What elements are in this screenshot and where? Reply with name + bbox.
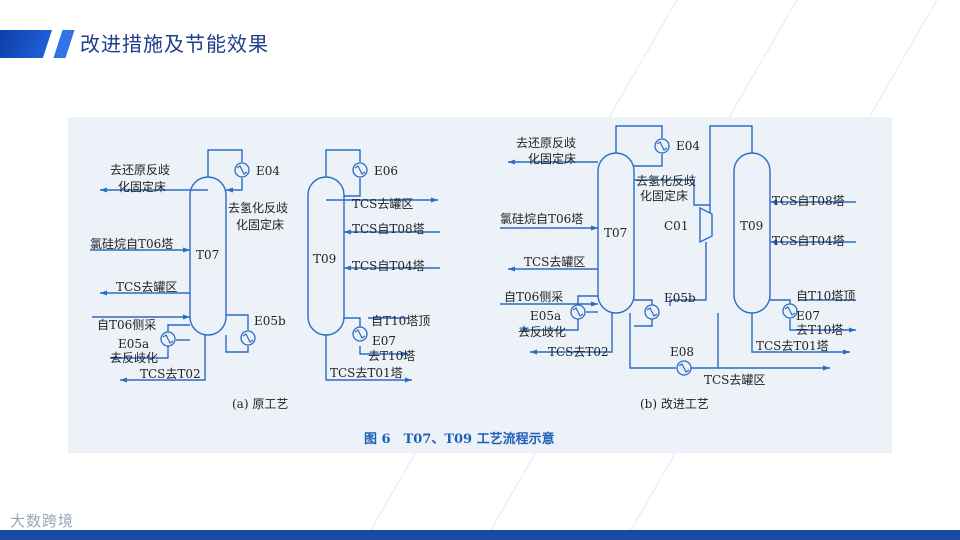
b-label-to-reduce-2: 化固定床 <box>528 151 576 166</box>
diagram-b-improved <box>500 125 856 371</box>
b-label-to-t10: 去T10塔 <box>796 323 843 337</box>
a-label-to-reduce-2: 化固定床 <box>118 179 166 194</box>
a-label-t09: T09 <box>313 252 336 266</box>
slide-title: 改进措施及节能效果 <box>80 32 269 56</box>
b-label-tcs-t02: TCS去T02 <box>548 345 609 359</box>
a-label-to-dispro: 去反歧化 <box>110 351 158 365</box>
diagram-a-labels: T07 T09 E04 E06 去还原反歧 化固定床 去氢化反歧 化固定床 氯硅… <box>90 163 430 411</box>
b-label-from-t10-top: 自T10塔顶 <box>796 289 855 303</box>
a-label-e07: E07 <box>372 334 396 348</box>
b-label-e05b: E05b <box>664 291 696 305</box>
b-label-from-t06-side: 自T06侧采 <box>504 290 563 304</box>
b-label-t09: T09 <box>740 219 763 233</box>
b-label-tcs-t01: TCS去T01塔 <box>756 339 829 353</box>
brand-logo: 大数跨境 <box>10 512 75 530</box>
a-subcaption: (a) 原工艺 <box>232 397 288 411</box>
b-label-e05a: E05a <box>530 309 561 323</box>
b-label-to-hydro-1: 去氢化反歧 <box>636 173 696 188</box>
b-label-c01: C01 <box>664 219 688 233</box>
diagram-a-original <box>90 149 440 383</box>
a-e05a-icon <box>160 331 176 347</box>
a-label-e06: E06 <box>374 164 398 178</box>
a-label-e04: E04 <box>256 164 280 178</box>
a-label-from-t10-top: 自T10塔顶 <box>371 314 430 328</box>
b-label-e07: E07 <box>796 309 820 323</box>
b-label-tcs-tank-bottom: TCS去罐区 <box>704 373 765 387</box>
b-label-to-reduce-1: 去还原反歧 <box>516 136 576 150</box>
b-label-chlorosilane: 氯硅烷自T06塔 <box>500 212 583 226</box>
b-label-e04: E04 <box>676 139 700 153</box>
a-label-tcs-t01: TCS去T01塔 <box>330 366 403 380</box>
a-e04-icon <box>234 162 250 178</box>
a-label-chlorosilane: 氯硅烷自T06塔 <box>90 237 173 251</box>
b-e07-icon <box>782 303 798 319</box>
figure-caption: 图 6 T07、T09 工艺流程示意 <box>364 431 555 447</box>
diagram-b-labels: T07 T09 E04 C01 去还原反歧 化固定床 去氢化反歧 化固定床 氯硅… <box>500 136 855 411</box>
a-label-tcs-from-t04: TCS自T04塔 <box>352 259 425 273</box>
b-column-t09 <box>733 152 771 314</box>
a-label-to-reduce-1: 去还原反歧 <box>110 163 170 177</box>
a-label-tcs-tank-t09: TCS去罐区 <box>352 197 413 211</box>
a-label-e05b: E05b <box>254 314 286 328</box>
b-label-to-hydro-2: 化固定床 <box>640 188 688 203</box>
a-e07-icon <box>352 326 368 342</box>
a-label-to-t10: 去T10塔 <box>368 349 415 363</box>
a-label-e05a: E05a <box>118 337 149 351</box>
a-label-tcs-t02: TCS去T02 <box>140 367 201 381</box>
a-label-tcs-tank: TCS去罐区 <box>116 280 177 294</box>
b-label-tcs-tank: TCS去罐区 <box>524 255 585 269</box>
a-label-from-t06-side: 自T06侧采 <box>97 318 156 332</box>
b-label-tcs-from-t04: TCS自T04塔 <box>772 234 845 248</box>
a-label-to-hydro-2: 化固定床 <box>236 217 284 232</box>
b-label-e08: E08 <box>670 345 694 359</box>
a-label-t07: T07 <box>196 248 219 262</box>
b-label-to-dispro: 去反歧化 <box>518 325 566 339</box>
b-e04-icon <box>654 138 670 154</box>
footer-bar <box>0 530 960 540</box>
b-e08-icon <box>676 360 692 376</box>
b-e05a-icon <box>570 304 586 320</box>
b-label-tcs-from-t08: TCS自T08塔 <box>772 194 845 208</box>
b-e05b-icon <box>644 304 660 320</box>
b-subcaption: (b) 改进工艺 <box>640 397 709 411</box>
a-e06-icon <box>352 162 368 178</box>
b-label-t07: T07 <box>604 226 627 240</box>
a-label-tcs-from-t08: TCS自T08塔 <box>352 222 425 236</box>
a-label-to-hydro-1: 去氢化反歧 <box>228 200 288 215</box>
a-e05b-icon <box>240 330 256 346</box>
